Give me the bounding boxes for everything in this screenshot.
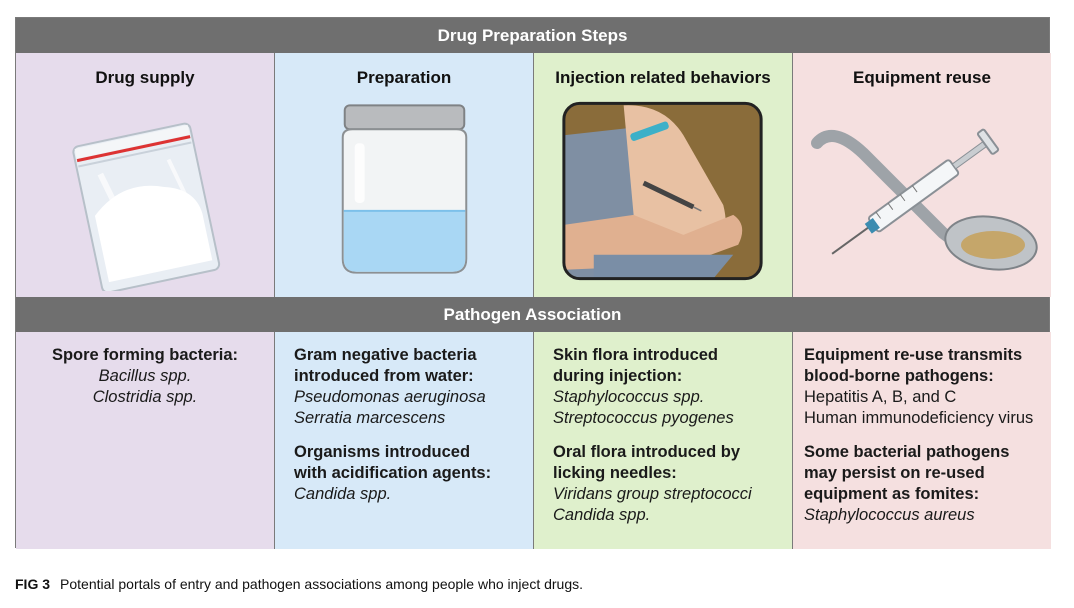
- reuse-heading-2: blood-borne pathogens:: [804, 367, 994, 385]
- pathogen-item: Staphylococcus spp.: [553, 388, 705, 406]
- syringe-spoon-icon: [811, 128, 1038, 271]
- drug-supply-title: Drug supply: [95, 68, 195, 87]
- caption-text: Potential portals of entry and pathogen …: [60, 576, 584, 592]
- pathogen-item: Candida spp.: [294, 485, 392, 503]
- preparation-panel: Preparation: [275, 53, 534, 297]
- oral-flora-heading: Oral flora introduced by: [553, 443, 741, 461]
- equipment-reuse-title: Equipment reuse: [853, 68, 991, 87]
- spore-heading: Spore forming bacteria:: [51, 346, 239, 364]
- water-jar-icon: [341, 104, 468, 274]
- injection-title: Injection related behaviors: [555, 68, 771, 87]
- injection-pathogens-panel: Skin flora introduced during injection: …: [534, 332, 793, 549]
- oral-flora-heading-2: licking needles:: [553, 464, 677, 482]
- preparation-pathogens-panel: Gram negative bacteria introduced from w…: [275, 332, 534, 549]
- figure: Drug Preparation Steps Drug supply Prepa…: [15, 17, 1051, 549]
- fomites-heading: Some bacterial pathogens: [804, 443, 1010, 461]
- pathogen-item: Candida spp.: [553, 506, 651, 524]
- pathogen-item: Viridans group streptococci: [553, 485, 752, 503]
- pathogen-item: Human immunodeficiency virus: [804, 409, 1034, 427]
- reuse-heading: Equipment re-use transmits: [804, 346, 1023, 364]
- figure-caption: FIG 3 Potential portals of entry and path…: [15, 576, 583, 592]
- spore-panel: Spore forming bacteria: Bacillus spp. Cl…: [16, 332, 275, 549]
- pathogen-item: Pseudomonas aeruginosa: [294, 388, 486, 406]
- pathogen-item: Clostridia spp.: [92, 388, 198, 406]
- injection-arm-icon: [562, 101, 763, 281]
- injection-panel: Injection related behaviors: [534, 53, 793, 297]
- drug-preparation-header: Drug Preparation Steps: [16, 18, 1049, 53]
- drug-bag-icon: [72, 122, 221, 291]
- skin-flora-heading: Skin flora introduced: [553, 346, 719, 364]
- pathogen-item: Streptococcus pyogenes: [553, 409, 734, 427]
- equipment-pathogens-panel: Equipment re-use transmits blood-borne p…: [793, 332, 1051, 549]
- fomites-heading-2: may persist on re-used: [804, 464, 985, 482]
- preparation-title: Preparation: [356, 68, 452, 87]
- pathogen-item: Hepatitis A, B, and C: [804, 388, 957, 406]
- acidification-heading-2: with acidification agents:: [294, 464, 492, 482]
- drug-supply-panel: Drug supply: [16, 53, 275, 297]
- pathogen-item: Staphylococcus aureus: [804, 506, 975, 524]
- pathogen-item: Bacillus spp.: [98, 367, 192, 385]
- pathogen-association-header: Pathogen Association: [16, 297, 1049, 332]
- skin-flora-heading-2: during injection:: [553, 367, 683, 385]
- equipment-reuse-panel: Equipment reuse: [793, 53, 1051, 297]
- acidification-heading: Organisms introduced: [294, 443, 471, 461]
- gram-negative-heading: Gram negative bacteria: [294, 346, 477, 364]
- figure-label: FIG 3: [15, 576, 51, 592]
- pathogen-item: Serratia marcescens: [294, 409, 446, 427]
- fomites-heading-3: equipment as fomites:: [804, 485, 980, 503]
- gram-negative-heading-2: introduced from water:: [294, 367, 474, 385]
